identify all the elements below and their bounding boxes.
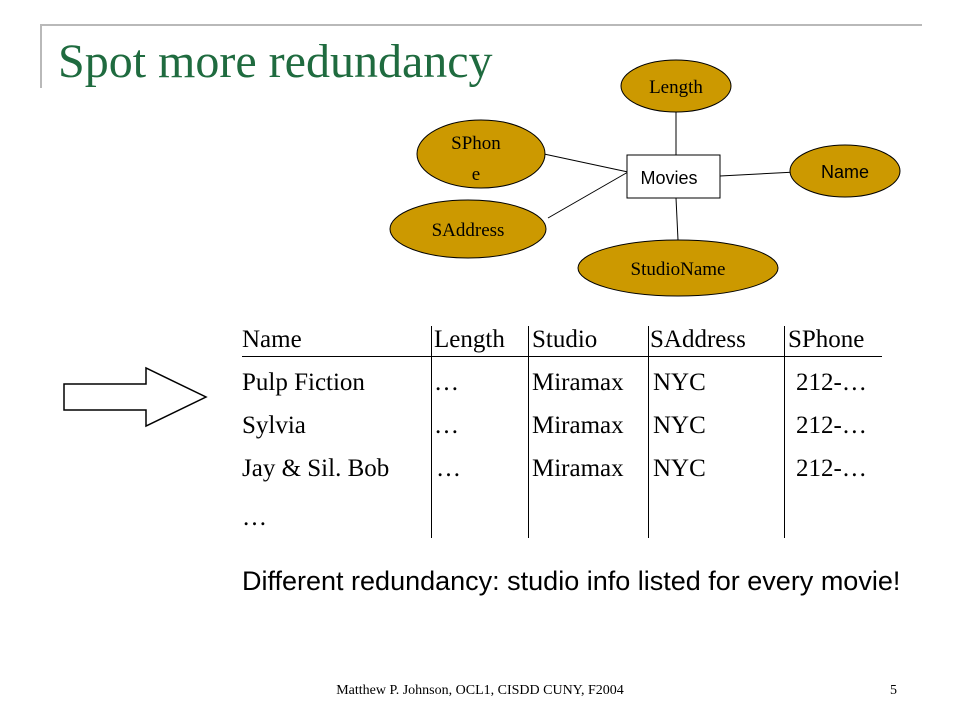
column-divider bbox=[784, 326, 785, 538]
right-arrow-icon bbox=[63, 366, 208, 428]
line-sphone bbox=[543, 153, 629, 173]
attribute-length: Length bbox=[620, 59, 732, 113]
table-cell: … bbox=[436, 455, 461, 482]
header-underline bbox=[242, 356, 882, 357]
table-cell: NYC bbox=[653, 455, 706, 482]
slide-corner-rule-vertical bbox=[40, 24, 42, 88]
table-cell: Miramax bbox=[532, 412, 624, 439]
table-header-studio: Studio bbox=[532, 326, 598, 353]
table-cell: Jay & Sil. Bob bbox=[242, 455, 390, 482]
table-cell: 212-… bbox=[796, 369, 867, 396]
table-header-saddress: SAddress bbox=[650, 326, 746, 353]
table-cell: Pulp Fiction bbox=[242, 369, 365, 396]
table-cell: Miramax bbox=[532, 369, 624, 396]
attribute-studioname: StudioName bbox=[577, 239, 779, 297]
table-cell: 212-… bbox=[796, 412, 867, 439]
table-cell: Sylvia bbox=[242, 412, 306, 439]
table-cell: NYC bbox=[653, 412, 706, 439]
table-cell: Miramax bbox=[532, 455, 624, 482]
attribute-name: Name bbox=[789, 144, 901, 198]
table-cell: … bbox=[434, 369, 459, 396]
slide-corner-rule-horizontal bbox=[40, 24, 922, 26]
er-diagram: Length SPhon e Movies Name SAddress Stud… bbox=[389, 59, 901, 297]
attribute-studioname-label: StudioName bbox=[631, 259, 726, 280]
movies-table: Name Length Studio SAddress SPhone Pulp … bbox=[242, 326, 902, 541]
table-cell: 212-… bbox=[796, 455, 867, 482]
attribute-length-label: Length bbox=[649, 77, 703, 98]
attribute-sphone: SPhon e bbox=[416, 119, 546, 189]
line-studioname bbox=[675, 197, 679, 241]
table-header-sphone: SPhone bbox=[788, 326, 865, 353]
page-number: 5 bbox=[890, 683, 897, 698]
slide-note: Different redundancy: studio info listed… bbox=[242, 566, 901, 596]
slide-title: Spot more redundancy bbox=[58, 35, 493, 88]
table-cell: NYC bbox=[653, 369, 706, 396]
table-header-length: Length bbox=[434, 326, 505, 353]
column-divider bbox=[431, 326, 432, 538]
connector-lines bbox=[543, 108, 797, 241]
attribute-saddress: SAddress bbox=[389, 199, 547, 259]
entity-movies-label: Movies bbox=[640, 168, 697, 188]
column-divider bbox=[648, 326, 649, 538]
line-name bbox=[719, 171, 797, 177]
attribute-sphone-label-line2: e bbox=[472, 164, 480, 185]
slide-footer: Matthew P. Johnson, OCL1, CISDD CUNY, F2… bbox=[336, 683, 624, 698]
table-ellipsis: … bbox=[242, 504, 267, 531]
line-saddress bbox=[547, 171, 629, 219]
attribute-sphone-label-line1: SPhon bbox=[451, 133, 501, 154]
table-cell: … bbox=[434, 412, 459, 439]
entity-movies: Movies bbox=[626, 154, 721, 199]
attribute-saddress-label: SAddress bbox=[432, 220, 505, 241]
column-divider bbox=[528, 326, 529, 538]
table-header-name: Name bbox=[242, 326, 302, 353]
attribute-name-label: Name bbox=[821, 162, 869, 182]
